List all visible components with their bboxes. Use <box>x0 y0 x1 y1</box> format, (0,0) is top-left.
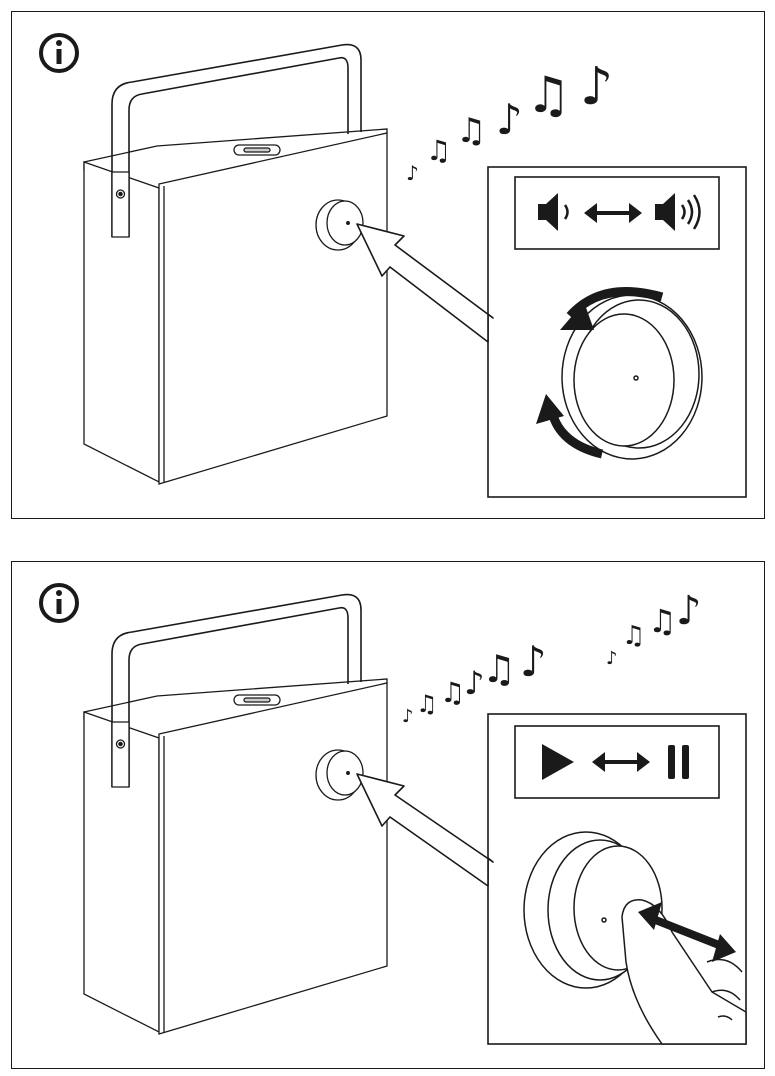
svg-text:♪: ♪ <box>580 57 613 117</box>
svg-text:♫: ♫ <box>426 134 451 167</box>
volume-instruction-panel: ♪ ♫ ♫ ♪ ♫ ♪ <box>11 11 765 519</box>
play-pause-instruction-panel: ♪ ♫ ♫ ♪ ♫ ♪ ♪ ♫ ♫ ♪ <box>11 561 765 1069</box>
svg-text:♫: ♫ <box>440 676 465 709</box>
svg-text:♪: ♪ <box>406 161 419 185</box>
play-pause-indicator <box>514 725 720 799</box>
svg-text:♫: ♫ <box>622 621 645 651</box>
double-arrow-icon <box>584 203 642 223</box>
svg-text:♫: ♫ <box>456 111 486 151</box>
rotation-arrows-icon <box>536 287 664 459</box>
pointer-arrow-icon <box>356 773 494 887</box>
svg-text:♪: ♪ <box>676 588 702 634</box>
speaker-loud-icon <box>655 193 701 231</box>
svg-text:♫: ♫ <box>416 690 438 718</box>
info-icon <box>39 583 79 623</box>
svg-text:♫: ♫ <box>648 602 677 640</box>
volume-indicator <box>514 176 720 250</box>
svg-text:♫: ♫ <box>526 66 571 124</box>
rotate-knob <box>561 294 703 460</box>
speaker-box <box>83 43 388 485</box>
volume-illustration: ♪ ♫ ♫ ♪ ♫ ♪ <box>39 33 747 498</box>
music-notes-icon: ♪ ♫ ♫ ♪ ♫ ♪ <box>406 57 613 185</box>
svg-text:♪: ♪ <box>520 637 547 686</box>
push-direction-arrow-icon <box>638 902 736 962</box>
svg-text:♪: ♪ <box>496 95 523 144</box>
svg-text:♪: ♪ <box>464 664 484 702</box>
speaker-quiet-icon <box>538 193 569 231</box>
pointer-arrow-icon <box>356 223 494 343</box>
play-icon <box>542 744 574 780</box>
info-icon <box>39 33 79 73</box>
speaker-box <box>83 593 388 1035</box>
svg-text:♪: ♪ <box>402 706 414 727</box>
play-pause-illustration: ♪ ♫ ♫ ♪ ♫ ♪ ♪ ♫ ♫ ♪ <box>39 583 747 1045</box>
double-arrow-icon <box>592 752 650 772</box>
music-notes-icon: ♪ ♫ ♫ ♪ ♫ ♪ ♪ ♫ ♫ ♪ <box>402 588 702 727</box>
pause-icon <box>668 745 689 779</box>
svg-text:♪: ♪ <box>606 648 618 669</box>
svg-text:♫: ♫ <box>482 647 516 691</box>
